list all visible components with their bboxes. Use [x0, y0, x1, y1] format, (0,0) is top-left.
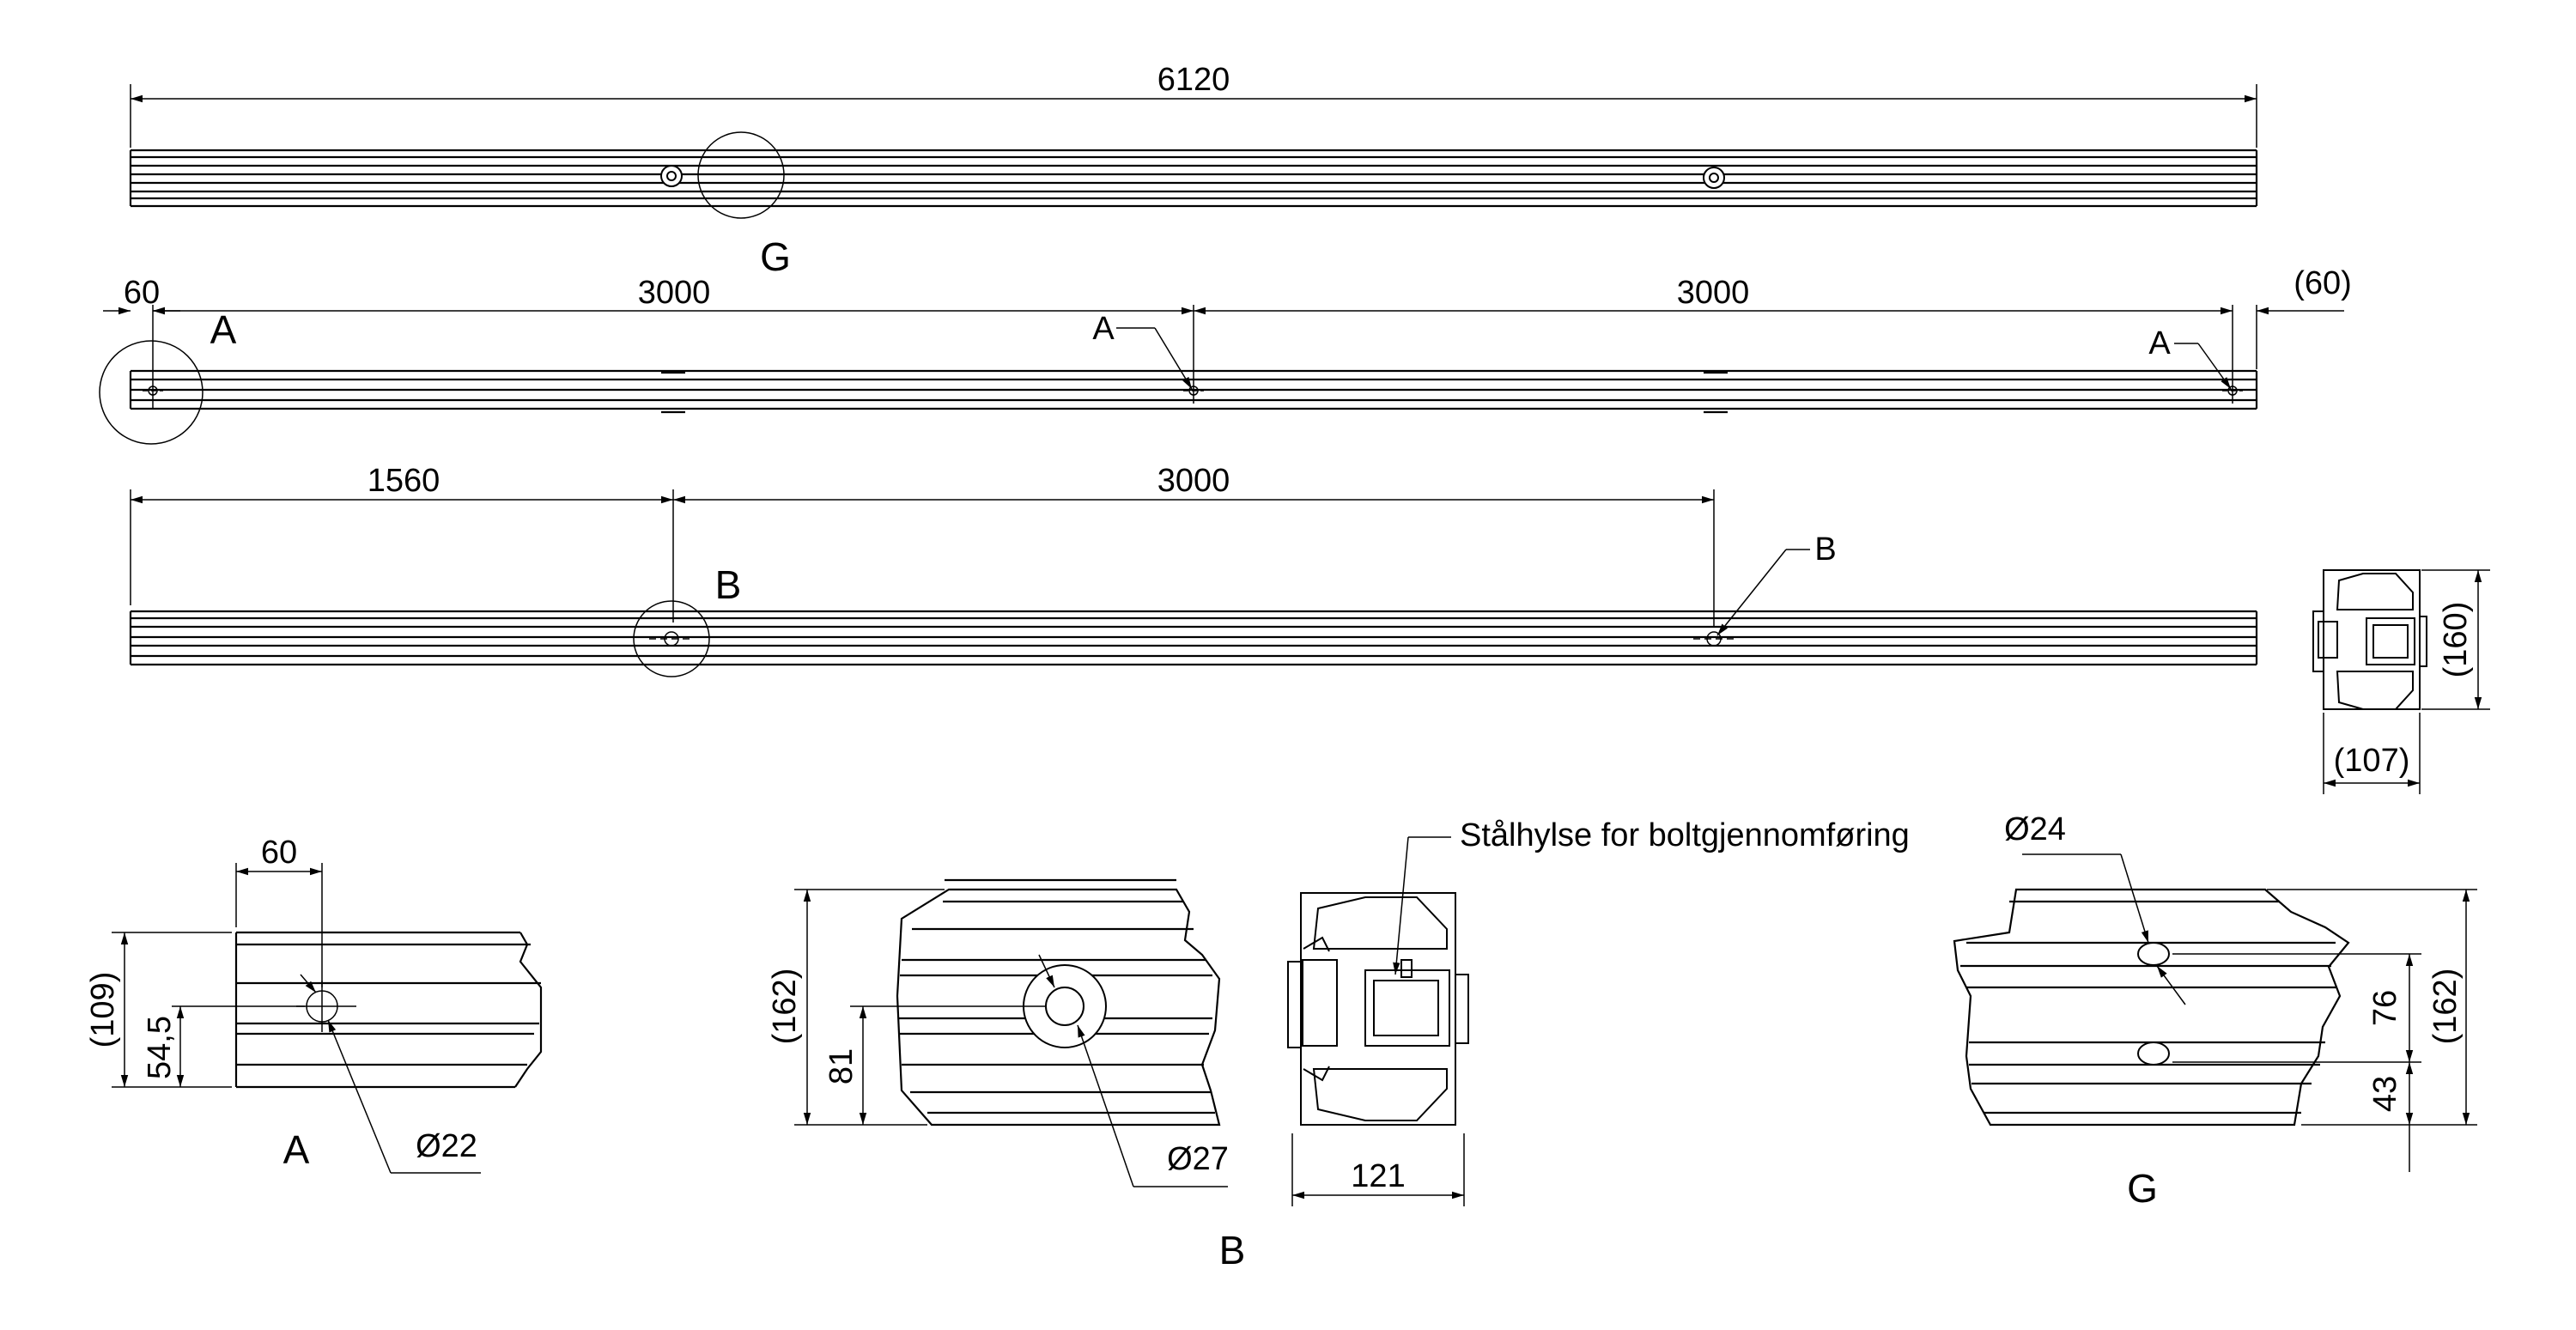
detail-label-g: G — [760, 234, 791, 279]
detail-b-height-dimension: (162) — [767, 969, 803, 1045]
detail-b: (162) 81 Ø27 121 Stålhylse for boltgjenn… — [767, 817, 1910, 1272]
leader-label-a-2: A — [2148, 325, 2171, 361]
dimension-end-60: (60) — [2293, 265, 2352, 301]
detail-b-note: Stålhylse for boltgjennomføring — [1460, 817, 1910, 853]
beam-view-2: 60 3000 3000 (60) A A A — [99, 265, 2352, 445]
detail-a-label: A — [283, 1127, 310, 1172]
detail-g-spacing-dimension: 76 — [2367, 990, 2403, 1026]
leader-label-a-1: A — [1092, 311, 1115, 347]
detail-g: Ø24 76 43 (162) G — [1953, 811, 2477, 1211]
detail-g-hole-diameter: Ø24 — [2004, 811, 2066, 847]
detail-circle-a — [99, 340, 204, 445]
leader-label-b: B — [1814, 531, 1836, 568]
detail-a-offset-dimension: 60 — [261, 835, 297, 871]
detail-circle-g — [697, 131, 785, 219]
detail-g-offset-dimension: 43 — [2367, 1076, 2403, 1112]
detail-g-label: G — [2127, 1166, 2158, 1211]
detail-label-b: B — [715, 562, 742, 607]
detail-b-center-dimension: 81 — [823, 1048, 860, 1084]
detail-a-center-dimension: 54,5 — [142, 1016, 178, 1079]
bolt-hole-icon — [660, 165, 683, 187]
detail-a-height-dimension: (109) — [85, 972, 121, 1048]
detail-a-hole-diameter: Ø22 — [416, 1128, 477, 1164]
beam-view-3: 1560 3000 B B — [129, 463, 2258, 677]
dimension-span-2: 3000 — [1677, 275, 1750, 311]
overall-length-dimension: 6120 — [1157, 62, 1230, 98]
bolt-hole-icon — [1703, 167, 1725, 189]
detail-b-label: B — [1219, 1228, 1246, 1272]
section-width-dimension: (107) — [2334, 743, 2410, 779]
detail-b-width-dimension: 121 — [1351, 1158, 1405, 1194]
detail-circle-b — [633, 600, 710, 677]
detail-g-height-dimension: (162) — [2427, 969, 2464, 1045]
detail-a: 60 (109) 54,5 Ø22 A — [85, 835, 543, 1174]
beam-view-1: 6120 G — [129, 62, 2258, 279]
dimension-start-60: 60 — [124, 275, 160, 311]
section-height-dimension: (160) — [2438, 602, 2474, 678]
profile-section: (160) (107) — [2312, 569, 2490, 794]
detail-label-a: A — [210, 307, 237, 352]
dimension-span-1: 3000 — [638, 275, 711, 311]
detail-b-hole-diameter: Ø27 — [1167, 1141, 1229, 1177]
dimension-start-1560: 1560 — [368, 463, 440, 499]
dimension-span-3000: 3000 — [1157, 463, 1230, 499]
